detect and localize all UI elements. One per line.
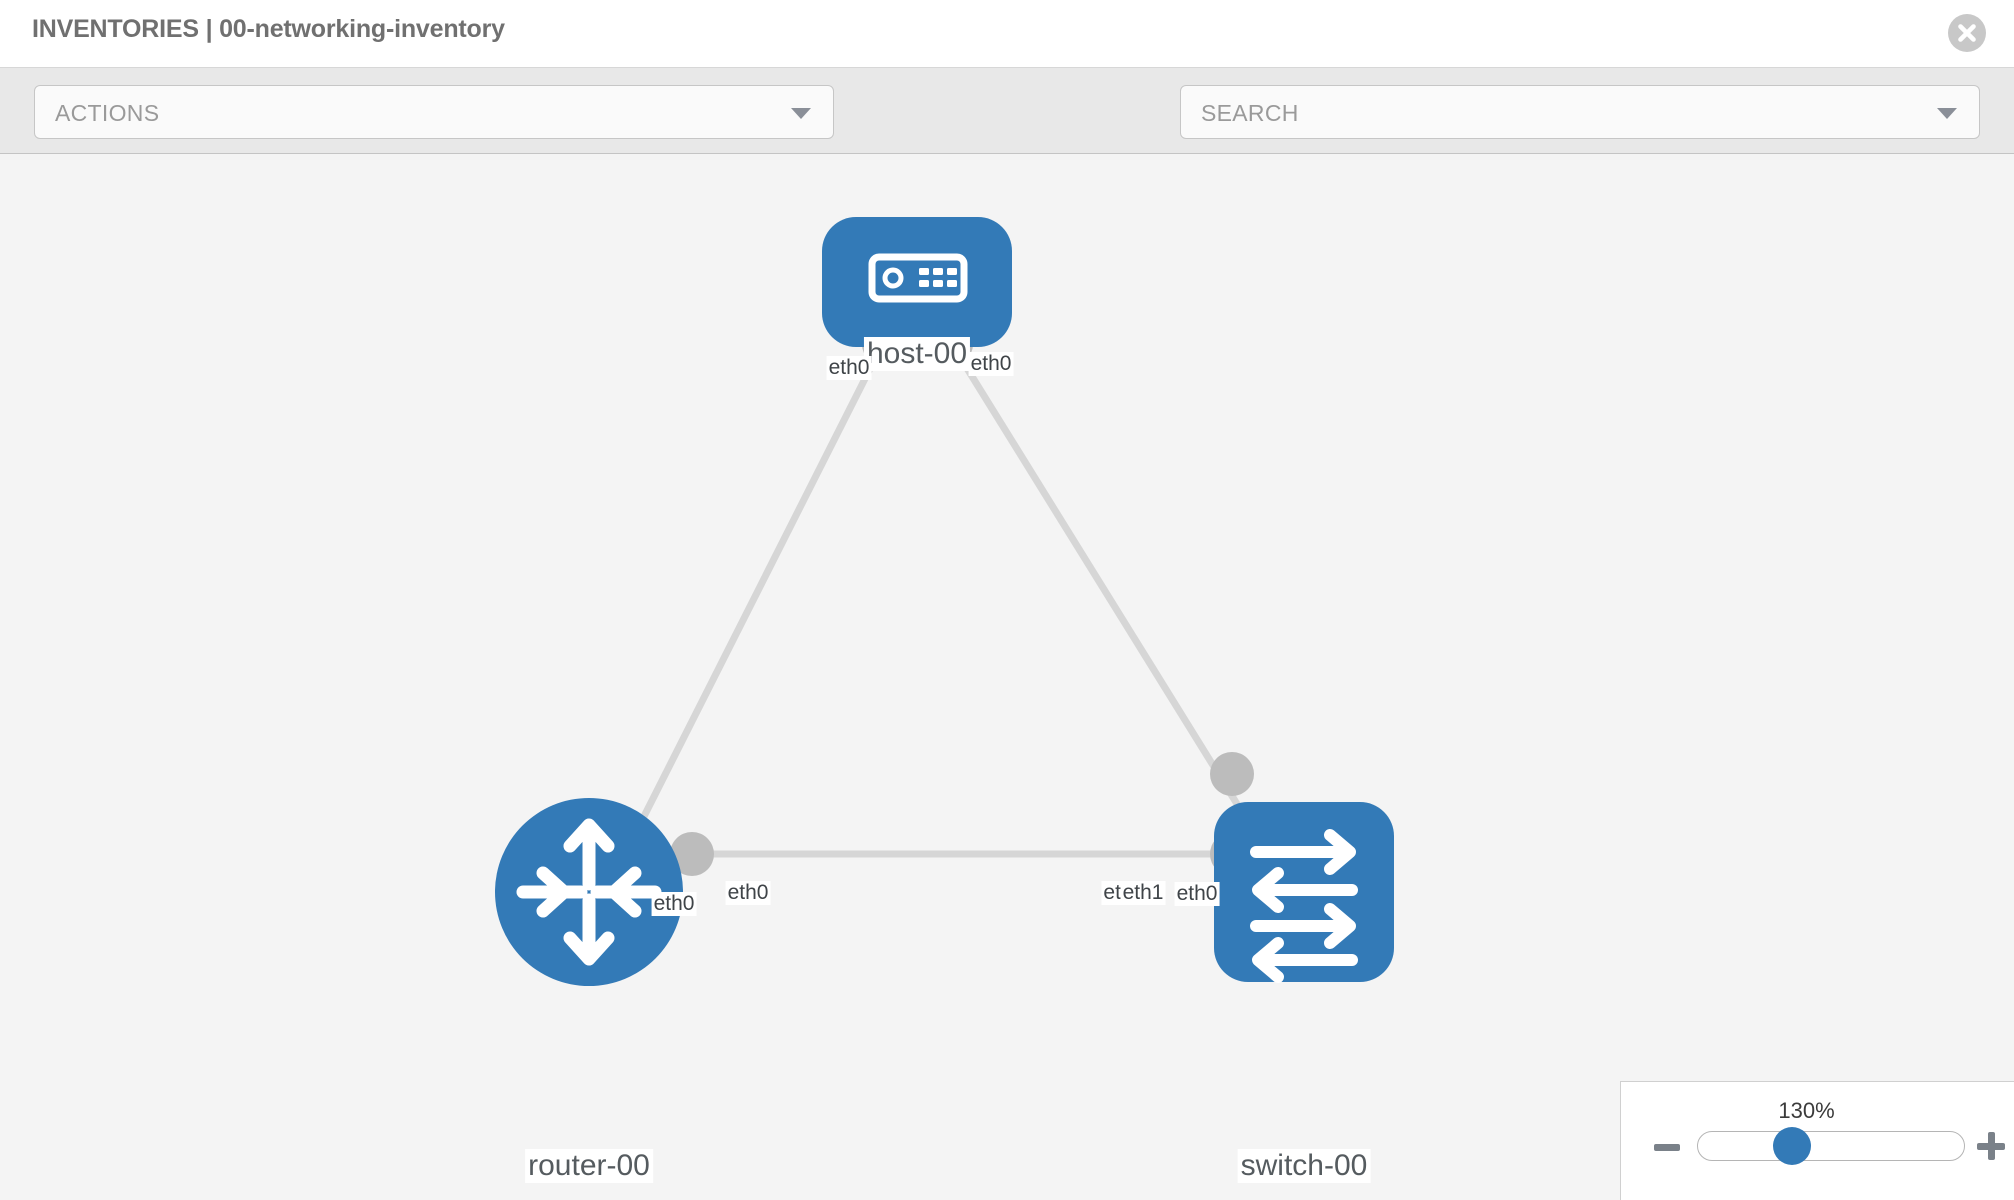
zoom-control-panel: 130%: [1620, 1081, 2014, 1200]
page-title: INVENTORIES | 00-networking-inventory: [32, 15, 505, 43]
node-switch-00: [1214, 802, 1394, 983]
topology-canvas[interactable]: host-00 router-00 switch-00 eth0 eth0 et…: [0, 154, 2014, 1200]
edge-label-router-right: eth0: [725, 881, 771, 905]
edge-label-switch-upper: eth0: [1174, 882, 1220, 906]
zoom-slider-thumb[interactable]: [1773, 1127, 1811, 1165]
link-host-router: [621, 347, 884, 856]
node-label-router-00: router-00: [525, 1149, 653, 1183]
search-input[interactable]: SEARCH: [1180, 85, 1980, 139]
search-placeholder: SEARCH: [1201, 100, 1299, 126]
chevron-down-icon: [791, 108, 811, 119]
toolbar: ACTIONS SEARCH: [0, 68, 2014, 196]
node-label-host-00: host-00: [863, 337, 971, 371]
close-icon[interactable]: [1948, 14, 1986, 52]
actions-dropdown-label: ACTIONS: [55, 100, 160, 126]
zoom-percent-label: 130%: [1778, 1098, 1835, 1123]
edge-label-switch-left: eth1: [1120, 881, 1166, 905]
node-router-00: [495, 798, 683, 986]
node-label-switch-00: switch-00: [1237, 1149, 1371, 1183]
connector-router-right: [670, 832, 714, 876]
minus-icon[interactable]: [1654, 1144, 1680, 1151]
link-layer: [621, 347, 1271, 858]
zoom-slider-track[interactable]: [1697, 1131, 1965, 1161]
plus-icon[interactable]: [1977, 1132, 2005, 1160]
node-switch-00-hit[interactable]: [1214, 802, 1394, 982]
chevron-down-icon[interactable]: [1937, 108, 1957, 119]
connector-switch-topleft: [1210, 752, 1254, 796]
window-header: INVENTORIES | 00-networking-inventory: [0, 0, 2014, 68]
node-host-00-hit[interactable]: [822, 217, 1012, 347]
edge-label-host-right: eth0: [968, 352, 1014, 376]
edge-label-router-upper: eth0: [651, 892, 697, 916]
node-host-00: [822, 217, 1012, 347]
edge-label-host-left: eth0: [826, 356, 872, 380]
actions-dropdown[interactable]: ACTIONS: [34, 85, 834, 139]
